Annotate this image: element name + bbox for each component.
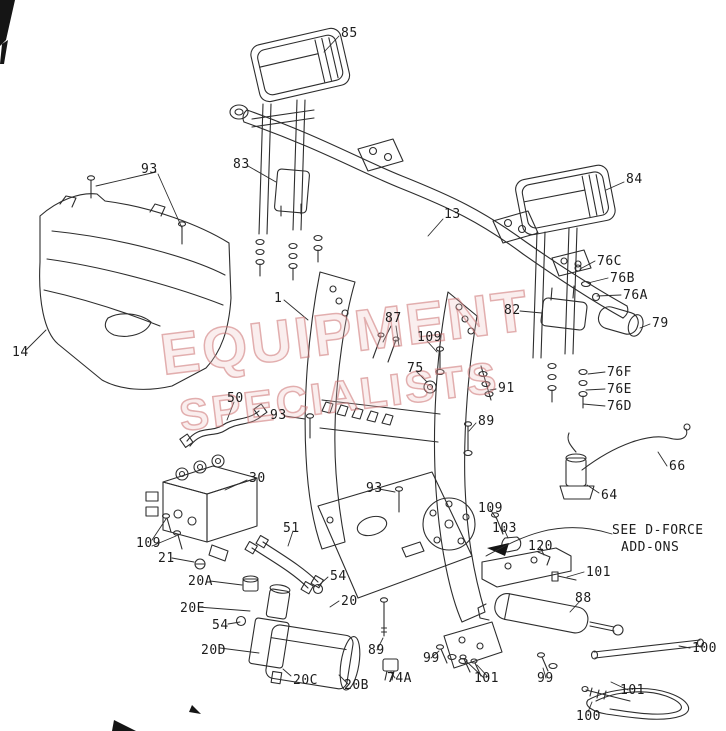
- part-label-93: 93: [270, 408, 287, 423]
- part-label-75: 75: [407, 361, 424, 376]
- fasteners-under-85: [255, 234, 323, 281]
- part-label-101: 101: [620, 683, 645, 698]
- part-label-89: 89: [478, 414, 495, 429]
- hose-66: [581, 423, 691, 471]
- bolt-99-left: [435, 644, 448, 664]
- part-label-109: 109: [136, 536, 161, 551]
- light-tower-83: [229, 99, 315, 235]
- bolt-99-right: [536, 652, 558, 672]
- part-label-109: 109: [478, 501, 503, 516]
- pump-unit-20: [235, 583, 361, 691]
- scan-artifacts: [0, 0, 201, 731]
- part-label-54: 54: [330, 569, 347, 584]
- bolt-93-midleft: [305, 413, 315, 439]
- part-label-82: 82: [504, 303, 521, 318]
- part-label-109: 109: [417, 330, 442, 345]
- part-label-101: 101: [586, 565, 611, 580]
- bolts-93-top: [86, 175, 187, 245]
- part-label-88: 88: [575, 591, 592, 606]
- crossmember: [319, 399, 441, 443]
- part-label-93: 93: [366, 481, 383, 496]
- part-label-14: 14: [12, 345, 29, 360]
- cylinder-88: [477, 593, 624, 636]
- part-label-101: 101: [474, 671, 499, 686]
- part-label-79: 79: [652, 316, 669, 331]
- bolt-89-right: [463, 421, 473, 457]
- plug-21: [194, 558, 206, 570]
- fasteners-76def: [547, 362, 588, 409]
- bolts-109-left: [161, 513, 183, 550]
- part-label-20: 20: [341, 594, 358, 609]
- part-label-76F: 76F: [607, 365, 632, 380]
- pins-87: [372, 332, 400, 363]
- dforce-note-line1: SEE D-FORCE: [612, 523, 704, 538]
- part-label-20A: 20A: [188, 574, 213, 589]
- part-label-50: 50: [227, 391, 244, 406]
- base-plate: [317, 471, 473, 599]
- part-label-83: 83: [233, 157, 250, 172]
- crossbar-13: [242, 109, 629, 319]
- part-label-20D: 20D: [201, 643, 226, 658]
- bolts-101-mid: [459, 654, 482, 677]
- headlight-85-icon: [250, 27, 351, 103]
- part-label-89: 89: [368, 643, 385, 658]
- part-label-99: 99: [423, 651, 440, 666]
- angle-bracket: [443, 621, 503, 669]
- part-label-99: 99: [537, 671, 554, 686]
- dforce-note-line2: ADD-ONS: [621, 540, 680, 555]
- bolt-89-bottom: [379, 597, 389, 637]
- part-label-76C: 76C: [597, 254, 622, 269]
- part-label-76B: 76B: [610, 271, 635, 286]
- part-label-1: 1: [274, 291, 283, 306]
- part-label-20E: 20E: [180, 601, 205, 616]
- dforce-note: SEE D-FORCE ADD-ONS: [612, 522, 704, 556]
- part-label-87: 87: [385, 311, 402, 326]
- part-label-30: 30: [249, 471, 266, 486]
- shield-14: [39, 193, 232, 390]
- hoses-51: [244, 534, 324, 595]
- fasteners-91: [478, 365, 494, 401]
- part-label-51: 51: [283, 521, 300, 536]
- bolt-101-top: [551, 571, 577, 582]
- part-label-20B: 20B: [344, 678, 369, 693]
- bolt-109-mid: [435, 346, 445, 376]
- headlight-84-icon: [515, 164, 616, 236]
- part-label-21: 21: [158, 551, 175, 566]
- solenoid-64: [559, 432, 595, 500]
- part-label-76D: 76D: [607, 399, 632, 414]
- frame-plates-1: [304, 271, 486, 623]
- part-label-120: 120: [528, 539, 553, 554]
- part-label-100: 100: [692, 641, 717, 656]
- cap-20a: [242, 575, 259, 592]
- part-label-76E: 76E: [607, 382, 632, 397]
- part-label-64: 64: [601, 488, 618, 503]
- bolt-93-center: [394, 486, 404, 513]
- part-label-93: 93: [141, 162, 158, 177]
- part-label-20C: 20C: [293, 673, 318, 688]
- part-label-84: 84: [626, 172, 643, 187]
- part-label-85: 85: [341, 26, 358, 41]
- channel-bracket: [481, 547, 572, 588]
- washer-75: [423, 380, 437, 394]
- rod-100: [590, 638, 705, 660]
- leader-lines: [25, 35, 691, 713]
- part-label-66: 66: [669, 459, 686, 474]
- part-label-54: 54: [212, 618, 229, 633]
- part-label-74A: 74A: [387, 671, 412, 686]
- handle-100: [586, 688, 690, 720]
- pin-101-bottom: [581, 685, 631, 702]
- part-label-76A: 76A: [623, 288, 648, 303]
- part-label-13: 13: [444, 207, 461, 222]
- part-label-100: 100: [576, 709, 601, 724]
- light-tower-right: [532, 227, 588, 359]
- part-label-103: 103: [492, 521, 517, 536]
- hose-50: [179, 403, 268, 448]
- part-label-91: 91: [498, 381, 515, 396]
